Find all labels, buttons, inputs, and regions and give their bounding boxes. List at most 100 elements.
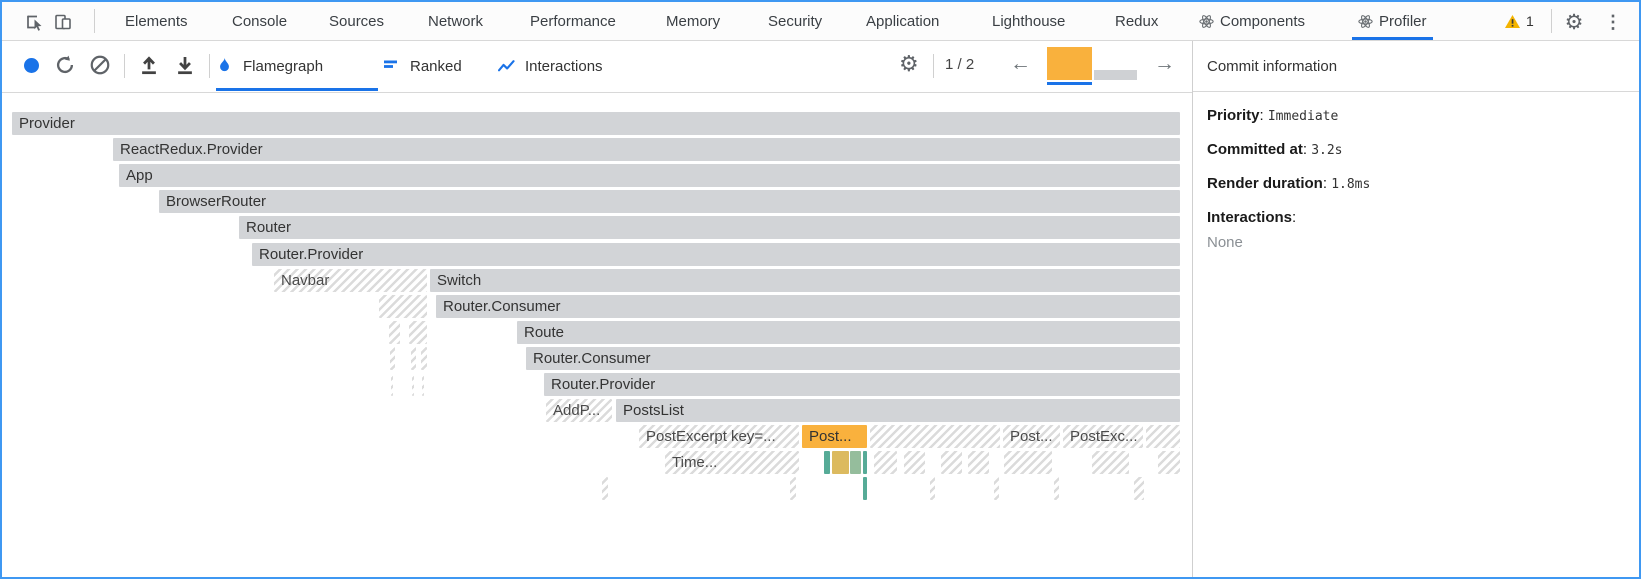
flame-node-postexc[interactable]: PostExc...: [1063, 425, 1143, 448]
device-toolbar-button[interactable]: [50, 9, 76, 35]
next-commit-button[interactable]: →: [1154, 52, 1175, 75]
profiler-tab-interactions[interactable]: Interactions: [498, 41, 632, 91]
load-profile-button[interactable]: [138, 54, 160, 76]
reload-icon: [56, 55, 74, 74]
tab-redux[interactable]: Redux: [1106, 2, 1167, 40]
clear-profile-button[interactable]: [89, 54, 111, 76]
flame-node-time[interactable]: Time...: [665, 451, 799, 474]
profiler-tab-ranked[interactable]: Ranked: [384, 41, 480, 91]
record-icon: [24, 58, 39, 73]
tab-label: Performance: [530, 12, 616, 30]
tab-security[interactable]: Security: [759, 2, 831, 40]
save-profile-button[interactable]: [174, 54, 196, 76]
flame-fragment[interactable]: [379, 295, 427, 318]
flame-node-router[interactable]: Router: [239, 216, 1180, 239]
record-button[interactable]: [24, 58, 39, 73]
devtools-settings-button[interactable]: ⚙: [1561, 9, 1587, 35]
commit-bar-1[interactable]: [1047, 47, 1092, 85]
flame-node-routerprovider[interactable]: Router.Provider: [252, 243, 1180, 266]
flame-fragment[interactable]: [874, 451, 897, 474]
tab-label: Components: [1220, 12, 1306, 30]
gear-icon: ⚙: [1564, 10, 1584, 34]
flame-node-route[interactable]: Route: [517, 321, 1180, 344]
ranked-icon: [384, 60, 397, 68]
flame-fragment[interactable]: [1092, 451, 1129, 474]
flame-fragment[interactable]: [1004, 451, 1052, 474]
tab-components[interactable]: Components: [1190, 2, 1314, 40]
devtools-menu-button[interactable]: ⋮: [1604, 9, 1622, 35]
flame-fragment[interactable]: [904, 451, 925, 474]
tab-sources[interactable]: Sources: [320, 2, 393, 40]
commit-field-priority: Priority: Immediate: [1207, 107, 1339, 124]
commit-pager: 1 / 2: [945, 56, 975, 73]
flame-node-routerconsumer[interactable]: Router.Consumer: [526, 347, 1180, 370]
tab-label: Redux: [1115, 12, 1159, 30]
commit-panel-title: Commit information: [1193, 41, 1639, 92]
flame-node-switch[interactable]: Switch: [430, 269, 1180, 292]
flame-node-postexcerptkey[interactable]: PostExcerpt key=...: [639, 425, 799, 448]
flame-fragment[interactable]: [870, 425, 1000, 448]
tab-performance[interactable]: Performance: [521, 2, 625, 40]
field-value: Immediate: [1267, 109, 1339, 124]
flame-node-addp[interactable]: AddP...: [546, 399, 612, 422]
interactions-none-value: None: [1207, 234, 1243, 251]
reload-profile-button[interactable]: [54, 54, 76, 76]
flame-node-provider[interactable]: Provider: [12, 112, 1180, 135]
inspect-element-button[interactable]: [22, 9, 48, 35]
commit-field-interactions: Interactions:: [1207, 209, 1297, 226]
flame-fragment: [389, 321, 400, 344]
devtools-tab-bar: Elements Console Sources Network Performance…: [2, 2, 1639, 41]
flame-fragment: [422, 373, 424, 396]
profiler-tab-label: Ranked: [410, 57, 462, 75]
warning-triangle-icon: [1505, 14, 1520, 28]
flame-fragment: [850, 451, 861, 474]
flame-fragment[interactable]: [941, 451, 962, 474]
previous-commit-button[interactable]: ←: [1010, 52, 1031, 75]
profiler-tab-flamegraph[interactable]: Flamegraph: [216, 41, 378, 91]
tab-label: Security: [768, 12, 823, 30]
flame-fragment: [390, 347, 395, 370]
gear-icon: ⚙: [899, 51, 919, 76]
profiler-settings-button[interactable]: ⚙: [899, 53, 919, 75]
console-warning-badge[interactable]: 1: [1504, 2, 1534, 40]
tab-label: Application: [866, 12, 940, 30]
flame-fragment: [1134, 477, 1144, 500]
field-value: 3.2s: [1311, 143, 1343, 158]
flame-node-navbar[interactable]: Navbar: [274, 269, 427, 292]
kebab-menu-icon: ⋮: [1604, 12, 1622, 32]
interactions-icon: [498, 60, 515, 72]
toolbar-separator-2: [209, 54, 210, 78]
warning-count: 1: [1526, 13, 1534, 29]
tab-lighthouse[interactable]: Lighthouse: [983, 2, 1074, 40]
flame-fragment: [824, 451, 830, 474]
flame-fragment[interactable]: [968, 451, 989, 474]
react-atom-icon: [1199, 14, 1214, 28]
flame-node-routerprovider[interactable]: Router.Provider: [544, 373, 1180, 396]
flame-node-reactreduxprovider[interactable]: ReactRedux.Provider: [113, 138, 1180, 161]
flame-node-routerconsumer[interactable]: Router.Consumer: [436, 295, 1180, 318]
flame-node-postslist[interactable]: PostsList: [616, 399, 1180, 422]
flame-fragment[interactable]: [832, 451, 849, 474]
flame-node-post[interactable]: Post...: [802, 425, 867, 448]
upload-icon: [142, 56, 156, 75]
flame-fragment[interactable]: [1158, 451, 1180, 474]
tab-profiler[interactable]: Profiler: [1349, 2, 1436, 40]
flame-node-post[interactable]: Post...: [1003, 425, 1060, 448]
flame-node-app[interactable]: App: [119, 164, 1180, 187]
flame-fragment[interactable]: [409, 321, 427, 344]
tab-memory[interactable]: Memory: [657, 2, 729, 40]
tab-application[interactable]: Application: [857, 2, 948, 40]
tab-label: Network: [428, 12, 484, 30]
tab-network[interactable]: Network: [419, 2, 492, 40]
flame-node-browserrouter[interactable]: BrowserRouter: [159, 190, 1180, 213]
flame-fragment: [412, 373, 414, 396]
field-label: Interactions: [1207, 209, 1293, 226]
tab-label: Profiler: [1379, 12, 1427, 30]
tab-console[interactable]: Console: [223, 2, 296, 40]
commit-bar-2[interactable]: [1094, 70, 1137, 80]
inspect-icon: [27, 15, 42, 31]
flame-fragment[interactable]: [1146, 425, 1180, 448]
tab-label: Sources: [329, 12, 385, 30]
tab-elements[interactable]: Elements: [116, 2, 197, 40]
